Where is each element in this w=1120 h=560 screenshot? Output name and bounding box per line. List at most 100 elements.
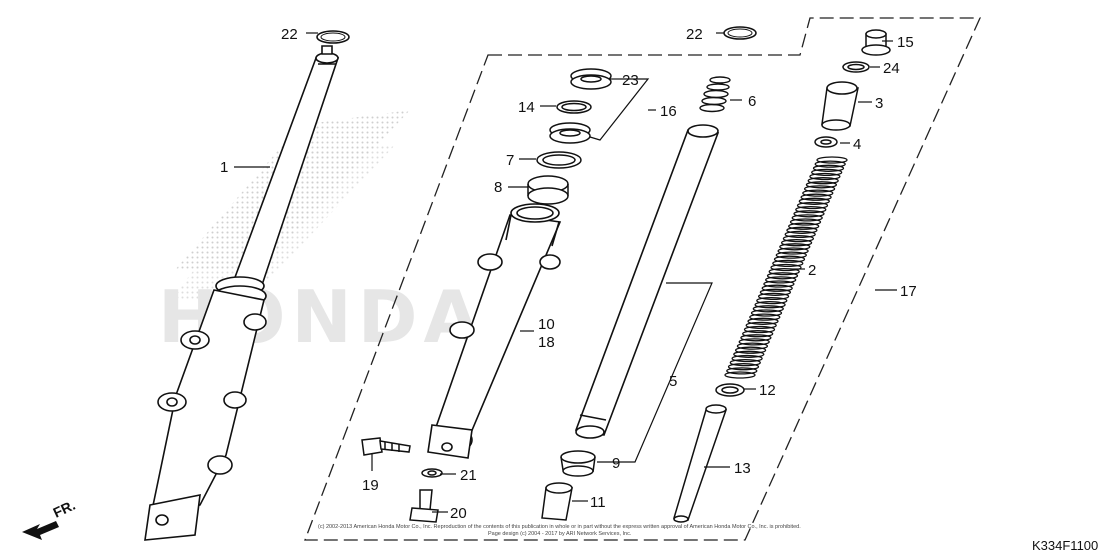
seal-stack	[527, 68, 612, 205]
spring-coil	[807, 177, 839, 185]
callout-21: 21	[460, 467, 477, 484]
callout-labels: 22 1 22 23 14 16 7 8 10 18 6 15 24 3 4 2…	[220, 26, 917, 522]
spring-coil	[788, 222, 820, 230]
assembly-boundary	[304, 17, 982, 541]
callout-18: 18	[538, 334, 555, 351]
spring-coil	[816, 156, 848, 164]
callout-15: 15	[897, 34, 914, 51]
spring-coil	[724, 371, 756, 379]
callout-20: 20	[450, 505, 467, 522]
spring-coil	[782, 234, 815, 243]
spring-coil	[734, 346, 767, 354]
part-9-bushing	[560, 450, 596, 477]
callout-22a: 22	[281, 26, 298, 43]
spring-coil	[765, 276, 797, 284]
callout-5: 5	[669, 373, 677, 390]
callout-19: 19	[362, 477, 379, 494]
callout-11: 11	[590, 494, 606, 511]
assembled-fork	[144, 45, 340, 541]
spring-coil	[747, 317, 779, 325]
front-label: FR.	[51, 497, 78, 521]
part-22-ring-left	[316, 30, 350, 44]
spring-coil	[736, 342, 769, 350]
spring-coil	[740, 334, 772, 342]
part-12-washer	[715, 383, 745, 397]
callout-13: 13	[734, 460, 751, 477]
spring-coil	[733, 350, 765, 358]
spring-coil	[803, 185, 836, 193]
copyright-line-2: Page design (c) 2004 - 2017 by ARI Netwo…	[488, 531, 632, 537]
spring-coil	[789, 218, 822, 226]
spring-coil	[802, 189, 834, 197]
callout-24: 24	[883, 60, 900, 77]
spring-coil	[795, 205, 827, 214]
bolts	[361, 437, 443, 523]
spring-coil	[780, 239, 813, 247]
part-2-fork-spring	[724, 156, 848, 379]
spring-coil	[749, 313, 781, 321]
spring-coil	[742, 330, 774, 338]
callout-6: 6	[748, 93, 756, 110]
callout-17: 17	[900, 283, 917, 300]
callout-8: 8	[494, 179, 502, 196]
spring-coil	[731, 354, 763, 363]
callout-4: 4	[853, 136, 861, 153]
callout-14: 14	[518, 99, 535, 116]
spring-coil	[805, 181, 838, 189]
spring-coil	[745, 321, 777, 330]
spring-coil	[812, 164, 845, 172]
spring-coil	[773, 255, 806, 263]
spring-coil	[729, 358, 761, 367]
spring-coil	[727, 363, 760, 371]
diagram-code: K334F1100	[1032, 538, 1098, 553]
part-11-piece	[541, 482, 573, 521]
spring-coil	[766, 272, 799, 280]
spring-coil	[775, 251, 807, 259]
part-13-damper-rod	[673, 404, 728, 523]
callout-12: 12	[759, 382, 776, 399]
spring-coil	[761, 284, 793, 292]
inner-tube	[574, 124, 720, 439]
spring-coil	[811, 168, 843, 177]
spring-coil	[763, 280, 795, 288]
spring-coil	[800, 193, 832, 201]
spring-coil	[809, 172, 841, 181]
spring-coil	[756, 296, 788, 305]
callout-2: 2	[808, 262, 816, 279]
spring-coil	[793, 210, 825, 218]
spring-coil	[777, 247, 809, 255]
spring-coil	[798, 197, 830, 205]
part-6-short-spring	[699, 76, 731, 113]
spring-coil	[779, 243, 811, 251]
spring-coil	[743, 325, 776, 334]
spring-coil	[791, 214, 823, 222]
callout-7: 7	[506, 152, 514, 169]
spring-coil	[759, 288, 792, 296]
front-direction-arrow: FR.	[22, 497, 78, 540]
spring-coil	[750, 309, 783, 317]
spring-coil	[768, 267, 800, 276]
callout-23: 23	[622, 72, 639, 89]
spring-coil	[757, 292, 790, 301]
spring-coil	[752, 305, 784, 313]
spring-coil	[784, 230, 816, 239]
leader-lines	[234, 32, 897, 513]
callout-16: 16	[660, 103, 677, 120]
outer-tube	[427, 203, 562, 459]
spring-coil	[796, 201, 829, 210]
spring-coil	[814, 160, 846, 168]
spring-coil	[738, 338, 770, 346]
top-parts	[814, 29, 891, 148]
spring-coil	[770, 263, 802, 272]
spring-coil	[786, 226, 818, 234]
callout-1: 1	[220, 159, 228, 176]
spring-coil	[726, 367, 758, 375]
spring-coil	[754, 301, 786, 309]
spring-coil	[772, 259, 804, 268]
callout-9: 9	[612, 455, 620, 472]
callout-3: 3	[875, 95, 883, 112]
callout-10: 10	[538, 316, 555, 333]
copyright-line-1: (c) 2002-2013 American Honda Motor Co., …	[318, 524, 801, 530]
